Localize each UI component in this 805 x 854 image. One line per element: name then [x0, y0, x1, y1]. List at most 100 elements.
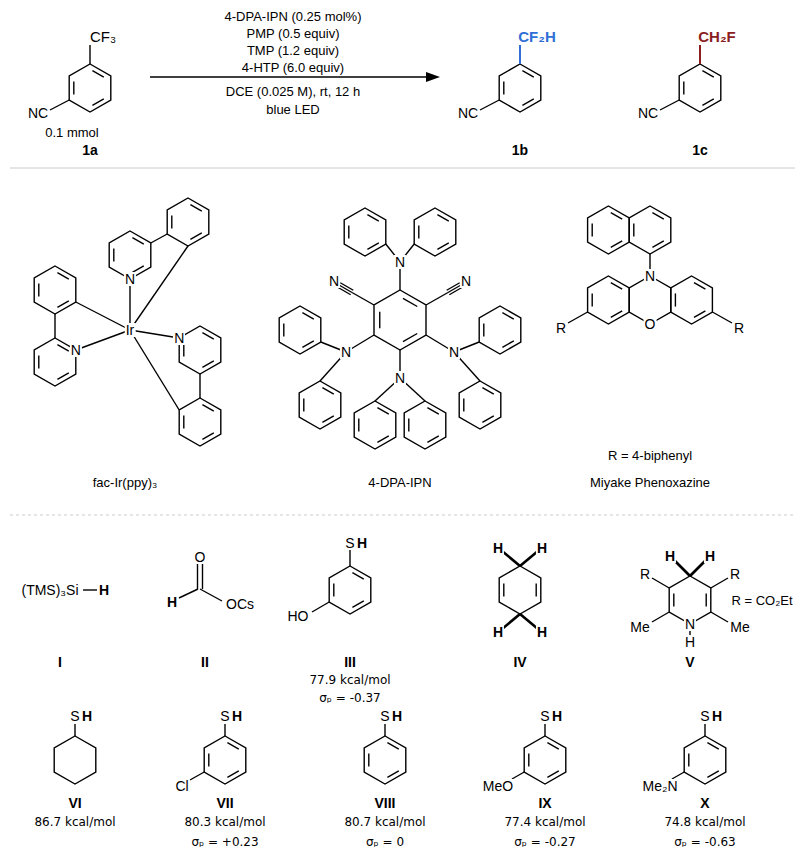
compound-number: X [699, 796, 710, 810]
atom-label: N [340, 345, 352, 359]
hydrogen-label: H [536, 625, 548, 639]
product-group: CH₂F [697, 29, 737, 44]
compound-name: R = CO₂Et [730, 594, 793, 607]
hydrogen-label: H [492, 625, 504, 639]
condition-text: 4-DPA-IPN (0.25 mol%) [223, 10, 362, 23]
product-structure [480, 45, 721, 112]
separator-line [10, 515, 795, 516]
compound-number: I [57, 655, 63, 669]
value-text: 74.8 kcal/mol [663, 816, 746, 828]
value-text: σₚ = -0.27 [513, 836, 576, 848]
condition-text: 4-HTP (6.0 equiv) [241, 61, 345, 74]
atom-label: S [379, 709, 390, 723]
value-text: 86.7 kcal/mol [33, 816, 116, 828]
condition-text: TMP (1.2 equiv) [246, 44, 340, 57]
atom-label: S [69, 709, 80, 723]
compound-number: 1b [511, 143, 529, 157]
hydrogen-label: H [166, 595, 178, 609]
catalyst-structure [279, 208, 521, 449]
compound-name: Miyake Phenoxazine [589, 476, 711, 489]
atom-label: NC [457, 106, 479, 120]
atom-label: NC [637, 106, 659, 120]
compound-number: III [343, 655, 357, 669]
value-text: 80.3 kcal/mol [183, 816, 266, 828]
hydrogen-label: H [391, 709, 403, 723]
compound-name: 4-DPA-IPN [367, 476, 432, 489]
compound-number: IX [537, 796, 552, 810]
atom-label: Ir [125, 323, 136, 337]
compound-number: V [684, 655, 695, 669]
atom-label: HO [287, 609, 310, 623]
hydrogen-label: H [704, 549, 716, 563]
value-text: 80.7 kcal/mol [343, 816, 426, 828]
atom-label: Me [629, 620, 650, 634]
hydrogen-label: H [551, 709, 563, 723]
substrate-structure [50, 45, 111, 112]
reagent-structure [83, 550, 728, 638]
thiol-structure [54, 724, 726, 784]
condition-text: PMP (0.5 equiv) [246, 27, 341, 40]
compound-number: VIII [373, 796, 396, 810]
hydrogen-label: H [711, 709, 723, 723]
atom-label: N [460, 274, 472, 288]
atom-label: S [539, 709, 550, 723]
atom-label: N [684, 617, 696, 631]
atom-label: R [733, 321, 745, 335]
condition-text: blue LED [265, 103, 320, 116]
condition-text: DCE (0.025 M), rt, 12 h [225, 85, 361, 98]
hydrogen-label: H [356, 536, 368, 550]
atom-label: MeO [482, 779, 514, 793]
catalyst-structure [568, 206, 732, 324]
compound-name: fac-Ir(ppy)₃ [92, 476, 159, 489]
atom-label: R [555, 321, 567, 335]
compound-name: 0.1 mmol [44, 126, 99, 139]
compound-number: II [200, 655, 210, 669]
compound-number: IV [512, 655, 527, 669]
compound-name: R = 4-biphenyl [607, 449, 693, 462]
atom-label: S [699, 709, 710, 723]
product-group: CF₂H [517, 29, 557, 44]
atom-label: N [394, 255, 406, 269]
catalyst-structure [34, 198, 221, 446]
separator-line [10, 168, 795, 169]
reaction-arrow [150, 72, 440, 82]
atom-label: CF₃ [89, 29, 117, 44]
value-text: σₚ = -0.37 [318, 692, 381, 704]
atom-label: O [194, 550, 207, 564]
compound-number: 1a [81, 143, 99, 157]
atom-label: Cl [174, 779, 189, 793]
atom-label: N [394, 371, 406, 385]
atom-label: H [684, 635, 696, 649]
atom-label: R [639, 567, 651, 581]
hydrogen-label: H [536, 541, 548, 555]
atom-label: S [344, 536, 355, 550]
atom-label: Me₂N [642, 779, 679, 793]
atom-label: OCs [225, 597, 255, 611]
compound-number: VII [215, 796, 234, 810]
atom-label: N [173, 331, 185, 345]
atom-label: N [328, 274, 340, 288]
value-text: σₚ = +0.23 [190, 836, 259, 848]
atom-label: N [124, 272, 136, 286]
value-text: 77.4 kcal/mol [503, 816, 586, 828]
atom-label: N [70, 343, 82, 357]
atom-label: S [219, 709, 230, 723]
atom-label: (TMS)₃Si [20, 583, 79, 597]
compound-number: 1c [691, 143, 709, 157]
atom-label: N [448, 345, 460, 359]
compound-number: VI [67, 796, 82, 810]
hydrogen-label: H [664, 549, 676, 563]
hydrogen-label: H [231, 709, 243, 723]
atom-label: NC [27, 106, 49, 120]
atom-label: O [644, 317, 657, 331]
value-text: σₚ = -0.63 [673, 836, 736, 848]
hydrogen-label: H [81, 709, 93, 723]
value-text: 77.9 kcal/mol [308, 674, 391, 686]
atom-label: Me [729, 620, 750, 634]
value-text: σₚ = 0 [365, 836, 405, 848]
atom-label: R [729, 567, 741, 581]
atom-label: N [644, 269, 656, 283]
hydrogen-label: H [98, 583, 110, 597]
